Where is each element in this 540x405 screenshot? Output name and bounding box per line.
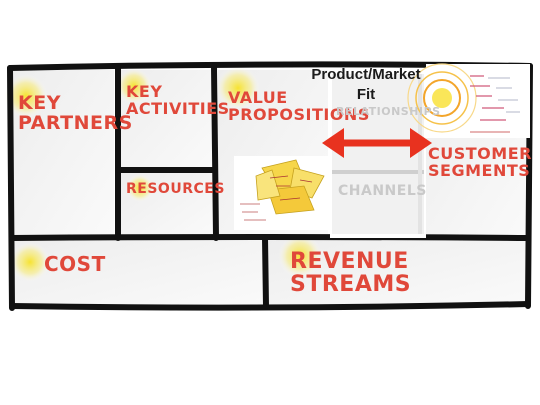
fit-line-1: Product/Market xyxy=(311,66,421,83)
product-market-fit-arrow xyxy=(322,128,432,158)
key-resources-label: Resources xyxy=(126,181,225,197)
revenue-streams-label: Revenue Streams xyxy=(290,249,412,298)
key-activities-label: Key Activities xyxy=(126,82,230,118)
highlight-glows xyxy=(4,66,322,282)
relationships-channels-area xyxy=(330,70,426,238)
customer-segments-sketch xyxy=(407,63,530,138)
cost-label: Cost xyxy=(44,252,106,276)
key-partners-label: Key Partners xyxy=(18,92,133,134)
product-market-fit-title: Product/Market Fit xyxy=(296,66,436,103)
value-proposition-sketch xyxy=(234,156,328,230)
customer-segments-label: Customer Segments xyxy=(428,144,532,180)
fit-line-2: Fit xyxy=(356,86,376,103)
channels-label: Channels xyxy=(338,183,427,199)
customer-relationships-label: Relationships xyxy=(336,105,441,118)
value-propositions-label: Value Propositions xyxy=(228,88,370,124)
